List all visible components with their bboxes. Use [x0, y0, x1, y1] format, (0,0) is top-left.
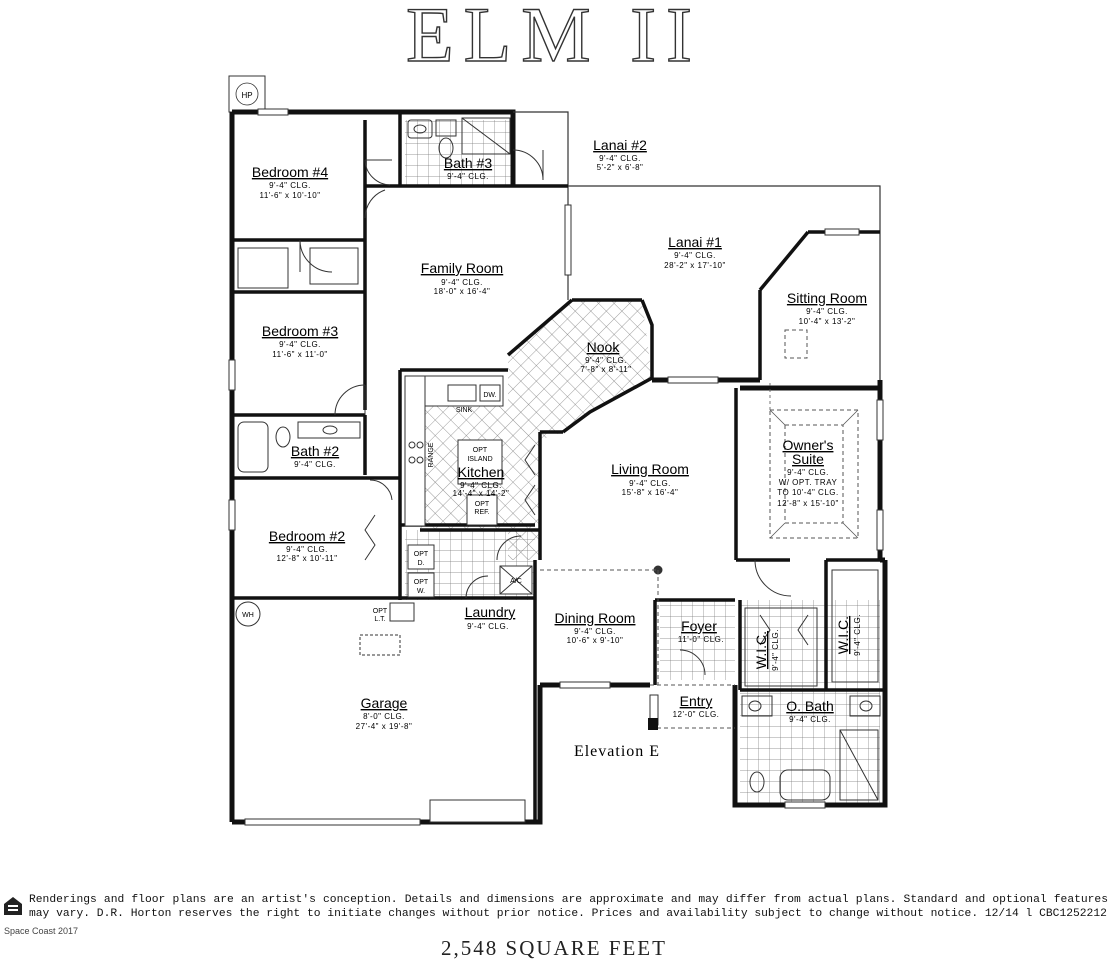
ref-label-line2: REF.	[474, 509, 489, 516]
room-obath-ceiling: 9'-4" CLG.	[789, 715, 831, 724]
room-family-ceiling: 9'-4" CLG.	[441, 278, 483, 287]
room-dining-name: Dining Room	[555, 610, 636, 626]
room-entry-name: Entry	[680, 693, 713, 709]
plan-title: ELM II	[405, 0, 703, 78]
credit-text: Space Coast 2017	[4, 926, 79, 936]
dryer-label-line2: D.	[418, 560, 425, 567]
room-owners-ceiling: 9'-4" CLG.	[787, 468, 829, 477]
room-lanai2-size: 5'-2" x 6'-8"	[597, 163, 644, 172]
room-bedroom4-size: 11'-6" x 10'-10"	[259, 191, 320, 200]
laundry-tub-label-line1: OPT	[373, 608, 388, 615]
entry-column	[648, 718, 658, 730]
room-labels: Bedroom #4 9'-4" CLG. 11'-6" x 10'-10" B…	[252, 137, 867, 731]
room-bedroom3-ceiling: 9'-4" CLG.	[279, 340, 321, 349]
room-owners-extra1: W/ OPT. TRAY	[779, 478, 838, 487]
room-lanai1-size: 28'-2" x 17'-10"	[664, 261, 726, 270]
room-nook-size: 7'-8" x 8'-11"	[580, 365, 631, 374]
ref-label-line1: OPT	[475, 501, 490, 508]
laundry-tub-label-line2: L.T.	[374, 616, 385, 623]
room-living-name: Living Room	[611, 461, 689, 477]
room-bedroom3-size: 11'-6" x 11'-0"	[272, 350, 328, 359]
range-label: RANGE	[428, 442, 435, 467]
room-lanai1-ceiling: 9'-4" CLG.	[674, 251, 716, 260]
room-dining-size: 10'-6" x 9'-10"	[567, 636, 624, 645]
room-kitchen-size: 14'-4" x 14'-2"	[453, 489, 510, 498]
elevation-label: Elevation E	[574, 743, 660, 760]
windows	[228, 108, 884, 826]
dishwasher-label: DW.	[483, 392, 496, 399]
room-owners-extra2: TO 10'-4" CLG.	[777, 488, 838, 497]
interior-walls	[232, 112, 885, 822]
dryer-label-line1: OPT	[414, 551, 429, 558]
room-wic1-name: W.I.C.	[753, 631, 769, 669]
water-heater-label: WH	[242, 612, 254, 619]
square-feet-label: 2,548 SQUARE FEET	[441, 936, 667, 960]
room-kitchen-ceiling: 9'-4" CLG.	[460, 481, 502, 490]
tray-ceiling-lines	[769, 380, 859, 539]
room-garage-name: Garage	[361, 695, 408, 711]
room-bath2-ceiling: 9'-4" CLG.	[294, 460, 336, 469]
room-garage-ceiling: 8'-0" CLG.	[363, 712, 405, 721]
room-family-size: 18'-0" x 16'-4"	[434, 287, 491, 296]
room-sitting-name: Sitting Room	[787, 290, 867, 306]
room-living-ceiling: 9'-4" CLG.	[629, 479, 671, 488]
room-kitchen-name: Kitchen	[458, 464, 505, 480]
hp-label: HP	[241, 91, 252, 100]
fixture-labels: SINK DW. RANGE OPT ISLAND OPT REF. OPT D…	[373, 392, 522, 623]
kitchen-fixtures	[404, 375, 504, 527]
dashed-lines	[540, 329, 859, 729]
room-foyer-ceiling: 11'-0" CLG.	[678, 635, 724, 644]
room-foyer-name: Foyer	[681, 618, 717, 634]
room-bedroom4-name: Bedroom #4	[252, 164, 328, 180]
room-owners-name-line2: Suite	[792, 451, 824, 467]
room-laundry-name: Laundry	[465, 604, 516, 620]
room-wic2-ceiling: 9'-4" CLG.	[853, 614, 862, 656]
room-bedroom2-ceiling: 9'-4" CLG.	[286, 545, 328, 554]
room-laundry-ceiling: 9'-4" CLG.	[467, 622, 509, 631]
laundry-fixtures	[235, 544, 663, 656]
room-bedroom4-ceiling: 9'-4" CLG.	[269, 181, 311, 190]
room-bath3-name: Bath #3	[444, 155, 492, 171]
room-sitting-ceiling: 9'-4" CLG.	[806, 307, 848, 316]
room-lanai2-ceiling: 9'-4" CLG.	[599, 154, 641, 163]
room-wic1-ceiling: 9'-4" CLG.	[771, 629, 780, 671]
doors	[299, 149, 809, 676]
room-living-size: 15'-8" x 16'-4"	[622, 488, 679, 497]
room-nook-name: Nook	[587, 339, 621, 355]
room-family-name: Family Room	[421, 260, 503, 276]
room-lanai1-name: Lanai #1	[668, 234, 722, 250]
floor-plan: HP	[228, 75, 888, 826]
room-nook-ceiling: 9'-4" CLG.	[585, 356, 627, 365]
bath-fixtures	[237, 117, 881, 801]
room-sitting-size: 10'-4" x 13'-2"	[799, 317, 856, 326]
room-bedroom2-name: Bedroom #2	[269, 528, 345, 544]
washer-label-line2: W.	[417, 588, 425, 595]
room-owners-size: 12'-8" x 15'-10"	[777, 499, 839, 508]
disclaimer-text: Renderings and floor plans are an artist…	[29, 894, 1108, 920]
sink-label: SINK	[456, 407, 473, 414]
tile-floors	[405, 120, 880, 805]
room-dining-ceiling: 9'-4" CLG.	[574, 627, 616, 636]
island-label-line2: ISLAND	[467, 456, 492, 463]
equal-housing-icon	[4, 897, 22, 915]
ac-label: A/C	[510, 578, 522, 585]
room-bath3-ceiling: 9'-4" CLG.	[447, 172, 489, 181]
room-entry-ceiling: 12'-0" CLG.	[673, 710, 720, 719]
room-bedroom2-size: 12'-8" x 10'-11"	[276, 554, 337, 563]
room-bath2-name: Bath #2	[291, 443, 339, 459]
room-lanai2-name: Lanai #2	[593, 137, 647, 153]
room-obath-name: O. Bath	[786, 698, 833, 714]
island-label-line1: OPT	[473, 447, 488, 454]
room-bedroom3-name: Bedroom #3	[262, 323, 338, 339]
washer-label-line1: OPT	[414, 579, 429, 586]
room-owners-name: Owner's	[783, 437, 834, 453]
room-wic2-name: W.I.C.	[835, 616, 851, 654]
room-garage-size: 27'-4" x 19'-8"	[356, 722, 413, 731]
